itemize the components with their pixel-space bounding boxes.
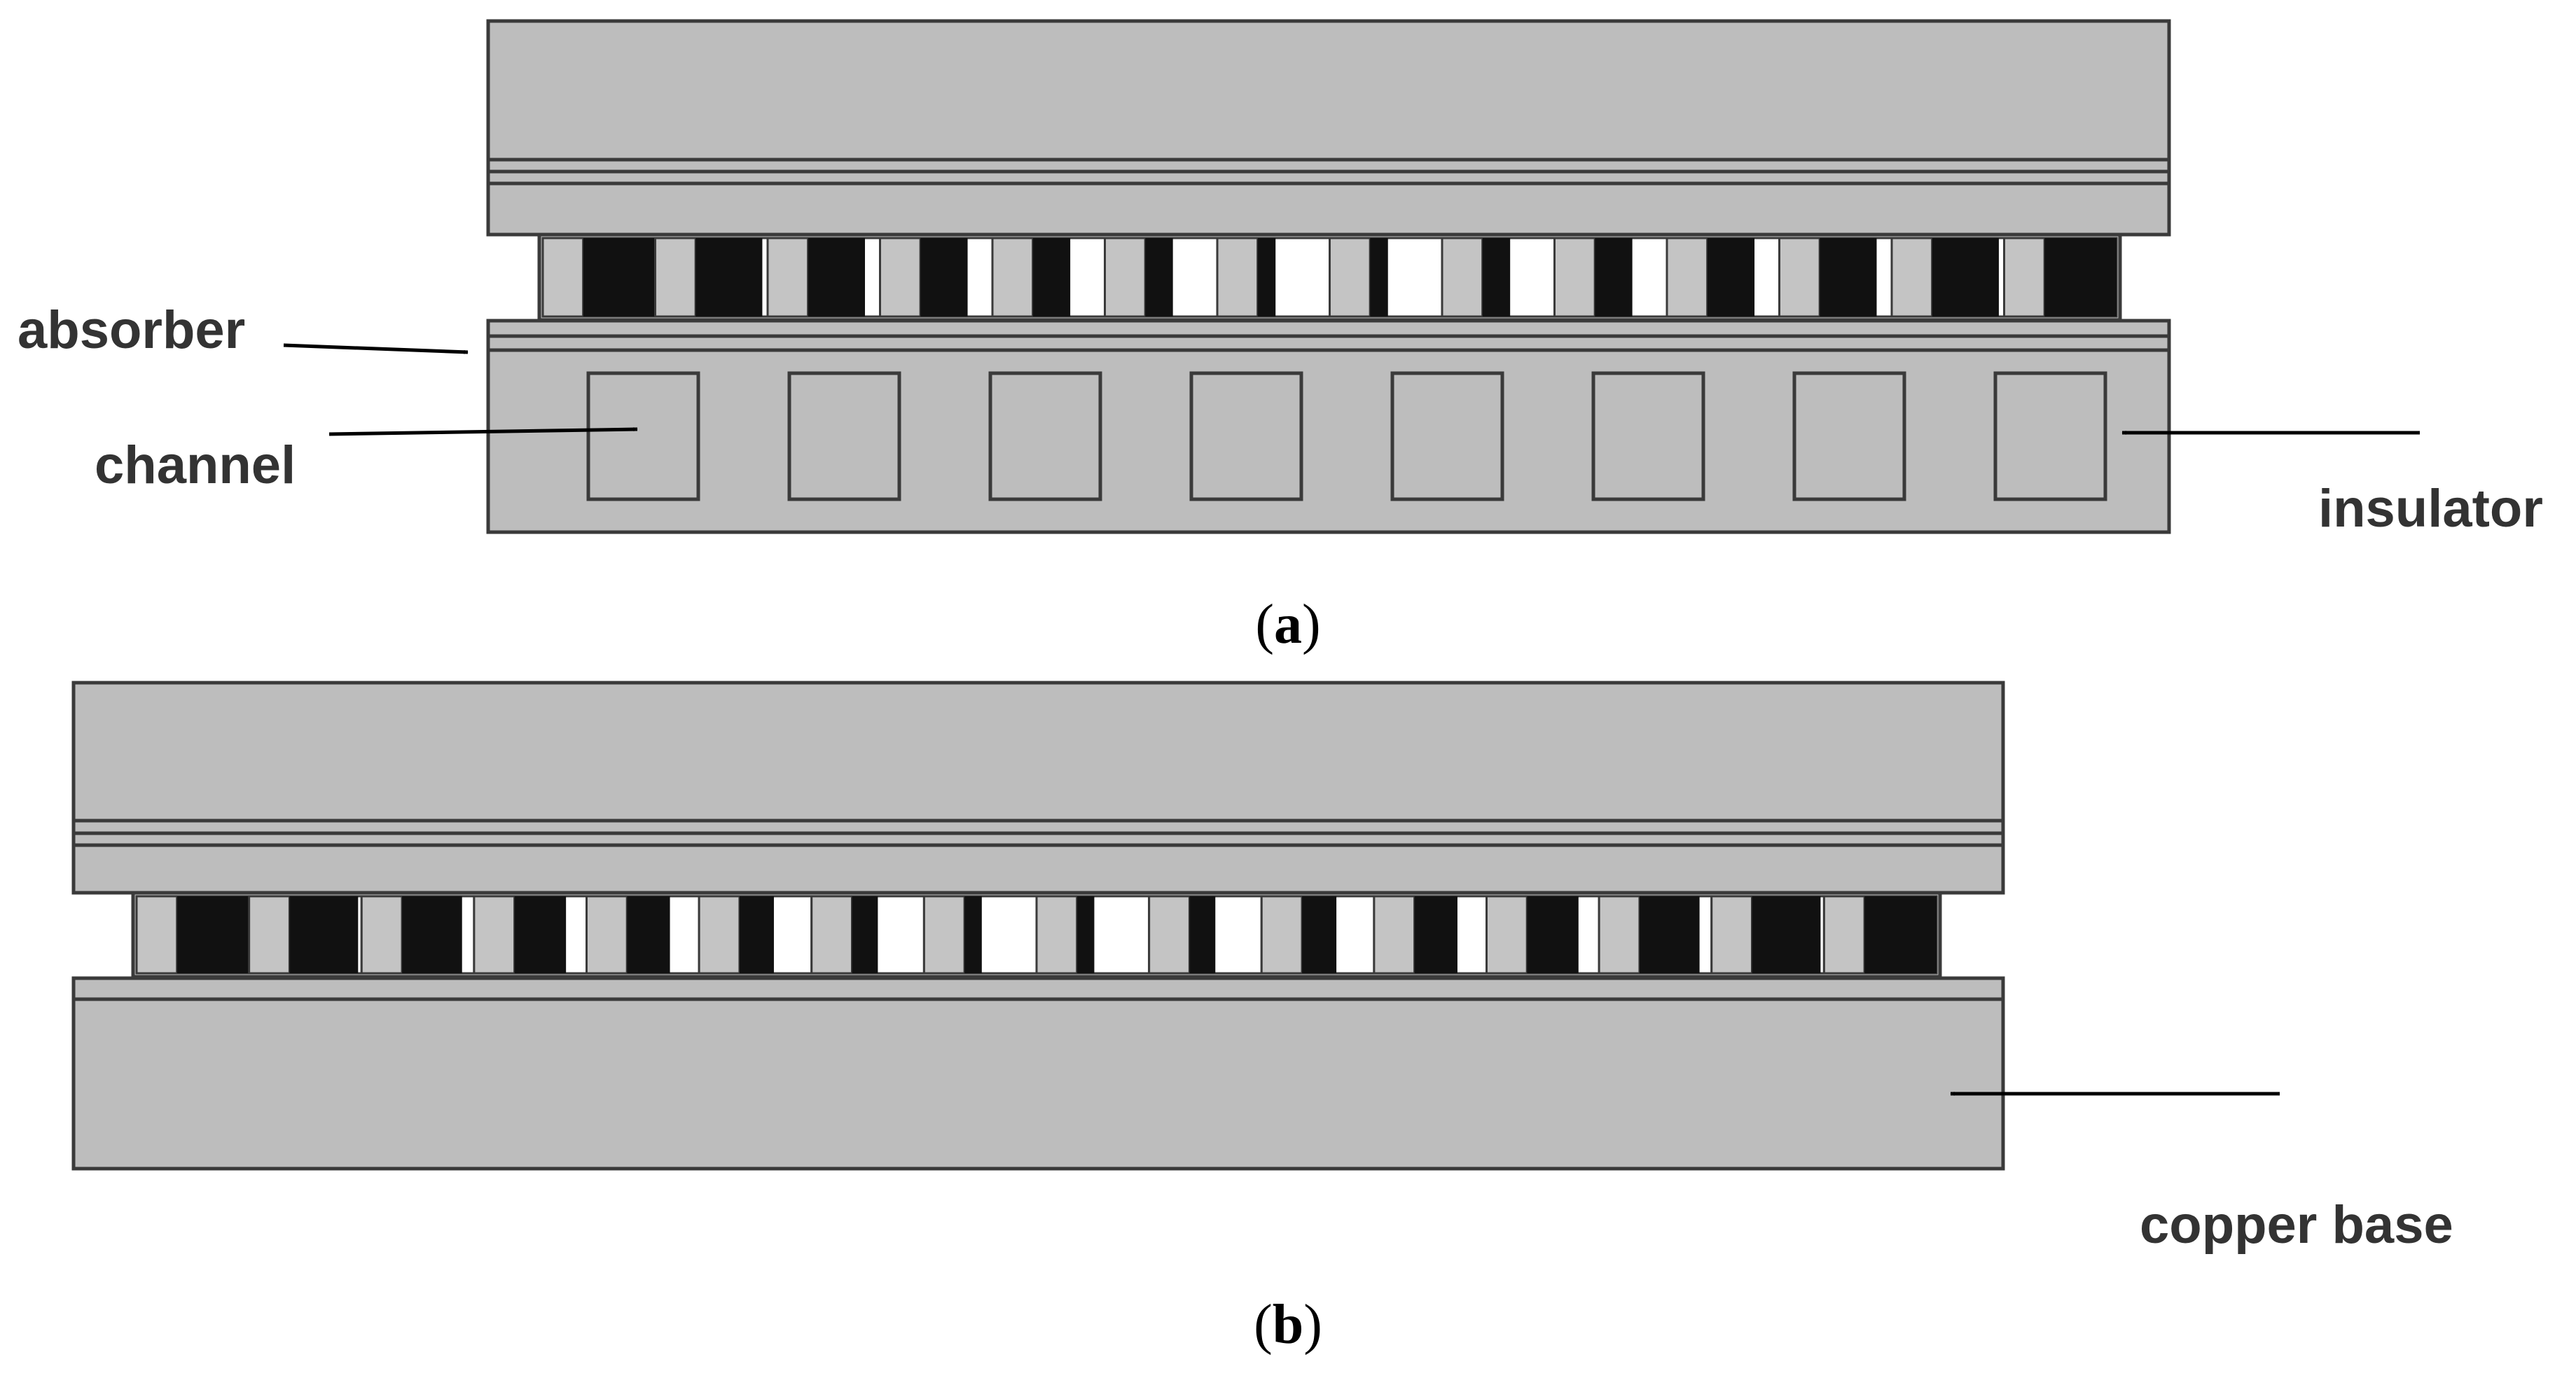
spacer	[1035, 895, 1079, 975]
spacer	[1553, 237, 1596, 318]
leg-dark-portion	[1482, 238, 1511, 316]
spacer	[1329, 237, 1371, 318]
absorber-label: absorber	[18, 300, 245, 360]
caption-a: (a)	[1255, 594, 1320, 655]
channel-arrow	[328, 427, 638, 436]
spacer	[586, 895, 628, 975]
leg-dark-portion	[514, 896, 567, 973]
channel-7	[1792, 371, 1906, 501]
leg-dark-portion	[808, 238, 866, 316]
panel-b-copper-base	[71, 976, 2005, 1171]
leg-dark-portion	[1414, 896, 1457, 973]
leg-dark-portion	[695, 238, 763, 316]
spacer	[1598, 895, 1641, 975]
panel-a-top-plate	[486, 19, 2171, 237]
leg-dark-portion	[1864, 896, 1937, 973]
channel-2	[787, 371, 901, 501]
leg-dark-portion	[1257, 238, 1276, 316]
leg-dark-portion	[1932, 238, 1999, 316]
leg-dark-portion	[1145, 238, 1173, 316]
spacer	[654, 237, 697, 318]
spacer	[810, 895, 854, 975]
spacer	[879, 237, 922, 318]
absorber-arrow	[283, 343, 469, 354]
spacer	[1260, 895, 1303, 975]
insulator-label: insulator	[2318, 479, 2543, 538]
leg-dark-portion	[1076, 896, 1095, 973]
panel-b-top-plate	[71, 681, 2005, 895]
spacer	[991, 237, 1034, 318]
spacer	[1104, 237, 1147, 318]
spacer	[698, 895, 741, 975]
leg-dark-portion	[402, 896, 462, 973]
spacer	[1373, 895, 1416, 975]
panel-b-cell-row	[131, 891, 1942, 979]
spacer	[1778, 237, 1821, 318]
spacer	[541, 237, 585, 318]
spacer	[1148, 895, 1191, 975]
spacer	[1666, 237, 1709, 318]
leg-dark-portion	[1752, 896, 1821, 973]
panel-a-channels	[586, 371, 2107, 501]
leg-dark-portion	[852, 896, 878, 973]
leg-dark-portion	[1370, 238, 1388, 316]
leg-dark-portion	[964, 896, 982, 973]
spacer	[473, 895, 516, 975]
spacer	[2003, 237, 2046, 318]
channel-1	[586, 371, 700, 501]
channel-label: channel	[95, 436, 296, 495]
channel-6	[1591, 371, 1705, 501]
channel-5	[1390, 371, 1504, 501]
leg-dark-portion	[739, 896, 774, 973]
leg-dark-portion	[176, 896, 249, 973]
panel-a-cell-row	[537, 232, 2122, 322]
channel-3	[988, 371, 1102, 501]
leg-dark-portion	[1820, 238, 1877, 316]
leg-dark-portion	[583, 238, 656, 316]
channel-8	[1993, 371, 2107, 501]
leg-dark-portion	[1639, 896, 1700, 973]
caption-b: (b)	[1254, 1294, 1322, 1356]
leg-dark-portion	[920, 238, 968, 316]
panel-b: copper base (b)	[71, 681, 2453, 1356]
leg-dark-portion	[1527, 896, 1579, 973]
copper-base-label: copper base	[2140, 1195, 2453, 1255]
leg-dark-portion	[1032, 238, 1071, 316]
spacer	[1710, 895, 1754, 975]
leg-dark-portion	[289, 896, 359, 973]
leg-dark-portion	[1595, 238, 1633, 316]
spacer	[1486, 895, 1528, 975]
leg-dark-portion	[1189, 896, 1216, 973]
panel-a-bottom-block	[486, 319, 2171, 534]
leg-dark-portion	[2044, 238, 2117, 316]
channel-4	[1189, 371, 1303, 501]
leg-dark-portion	[627, 896, 670, 973]
spacer	[922, 895, 966, 975]
spacer	[766, 237, 810, 318]
spacer	[1216, 237, 1259, 318]
panel-a: absorber channel insulator (a)	[18, 19, 2543, 655]
spacer	[248, 895, 291, 975]
spacer	[135, 895, 179, 975]
spacer	[360, 895, 403, 975]
leg-dark-portion	[1707, 238, 1755, 316]
spacer	[1441, 237, 1484, 318]
spacer	[1890, 237, 1934, 318]
spacer	[1822, 895, 1866, 975]
leg-dark-portion	[1302, 896, 1337, 973]
